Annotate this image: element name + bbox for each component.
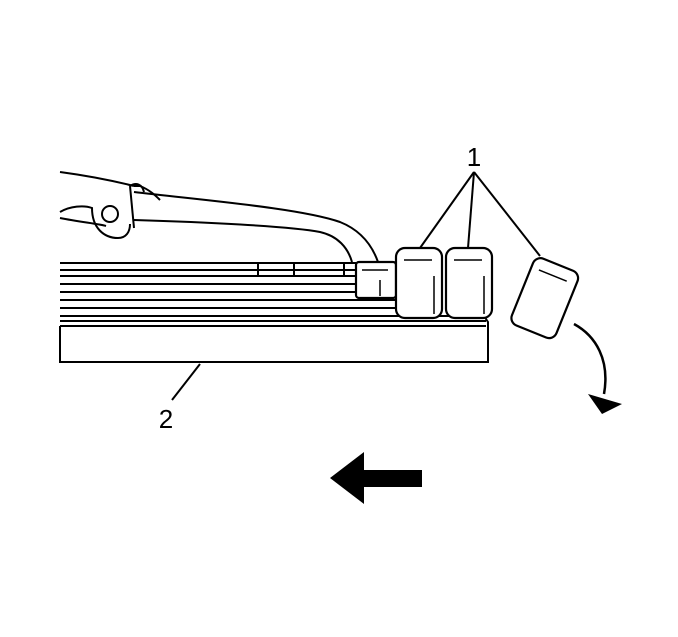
leader-line-2 [171,363,201,401]
callout-1: 1 [467,142,481,172]
wiper-blade-rubber [59,315,489,363]
retaining-clip-2 [444,246,494,320]
leader-lines-1 [419,171,541,257]
retaining-clip-1 [394,246,444,320]
retaining-clip-small [354,260,398,300]
blade-assembly [60,262,486,327]
callout-2: 2 [159,404,173,434]
left-arrow-icon [330,452,422,504]
curved-down-arrow-icon [573,322,622,414]
wiper-arm [59,171,379,263]
retaining-clip-removed [510,257,580,340]
